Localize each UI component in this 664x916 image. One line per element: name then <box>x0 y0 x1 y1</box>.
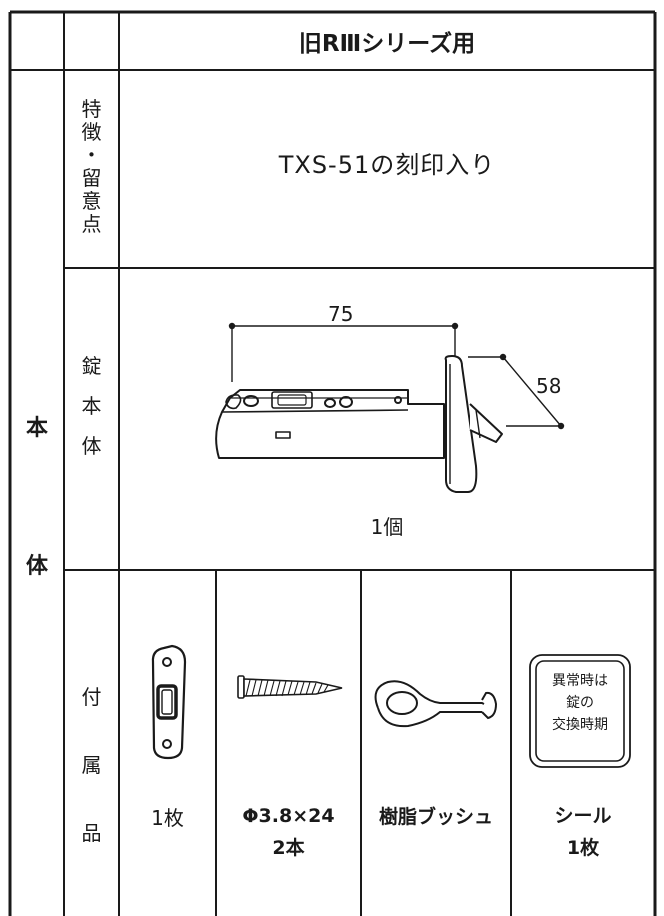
side-label-top: 本 <box>25 416 48 441</box>
seal-name: シール <box>554 805 612 827</box>
dimension-width-label: 58 <box>536 374 562 398</box>
screw-spec: Φ3.8×24 <box>242 805 335 827</box>
features-label-char: 点 <box>81 212 102 236</box>
features-text: TXS-51の刻印入り <box>278 151 496 179</box>
seal-sticker-icon <box>529 654 631 768</box>
accessories-label-char: 付 <box>81 685 102 709</box>
strike-plate-caption: 1枚 <box>151 806 184 830</box>
strike-plate-icon <box>151 644 187 760</box>
seal-caption: シール 1枚 <box>511 800 655 864</box>
features-label-char: 徴 <box>81 120 102 144</box>
accessories-label-char: 品 <box>81 821 102 845</box>
side-label-bottom: 体 <box>25 554 48 579</box>
features-label-char: 特 <box>81 97 102 121</box>
lock-case <box>215 389 445 459</box>
lock-body-label-char: 体 <box>81 434 102 458</box>
header-title: 旧RⅢシリーズ用 <box>298 31 476 57</box>
screw-quantity: 2本 <box>272 837 305 859</box>
features-label: 特 徴 ・ 留 意 点 <box>64 98 119 236</box>
lock-body-drawing <box>215 322 565 493</box>
resin-bush-icon <box>374 680 498 728</box>
seal-quantity: 1枚 <box>566 837 600 859</box>
lock-body-quantity: 1個 <box>370 515 404 539</box>
screw-icon <box>237 675 343 699</box>
resin-bush-caption: 樹脂ブッシュ <box>378 806 493 828</box>
features-label-char: ・ <box>81 143 102 167</box>
dimension-58 <box>468 353 565 430</box>
sticker-line: 錠の <box>566 695 594 711</box>
lock-body-label-char: 本 <box>81 394 102 418</box>
sticker-text: 異常時は 錠の 交換時期 <box>530 670 630 736</box>
sticker-line: 異常時は <box>552 673 608 689</box>
dimension-length-label: 75 <box>328 302 354 326</box>
face-plate <box>444 355 478 493</box>
sticker-line: 交換時期 <box>552 717 608 733</box>
features-label-char: 留 <box>81 166 102 190</box>
features-label-char: 意 <box>81 189 102 213</box>
lock-body-label: 錠 本 体 <box>64 346 119 466</box>
latch-bolt <box>469 403 503 443</box>
screw-caption: Φ3.8×24 2本 <box>216 800 361 864</box>
dimension-75 <box>228 322 459 382</box>
accessories-label-char: 属 <box>81 753 102 777</box>
accessories-label: 付 属 品 <box>64 663 119 867</box>
lock-body-label-char: 錠 <box>81 354 102 378</box>
